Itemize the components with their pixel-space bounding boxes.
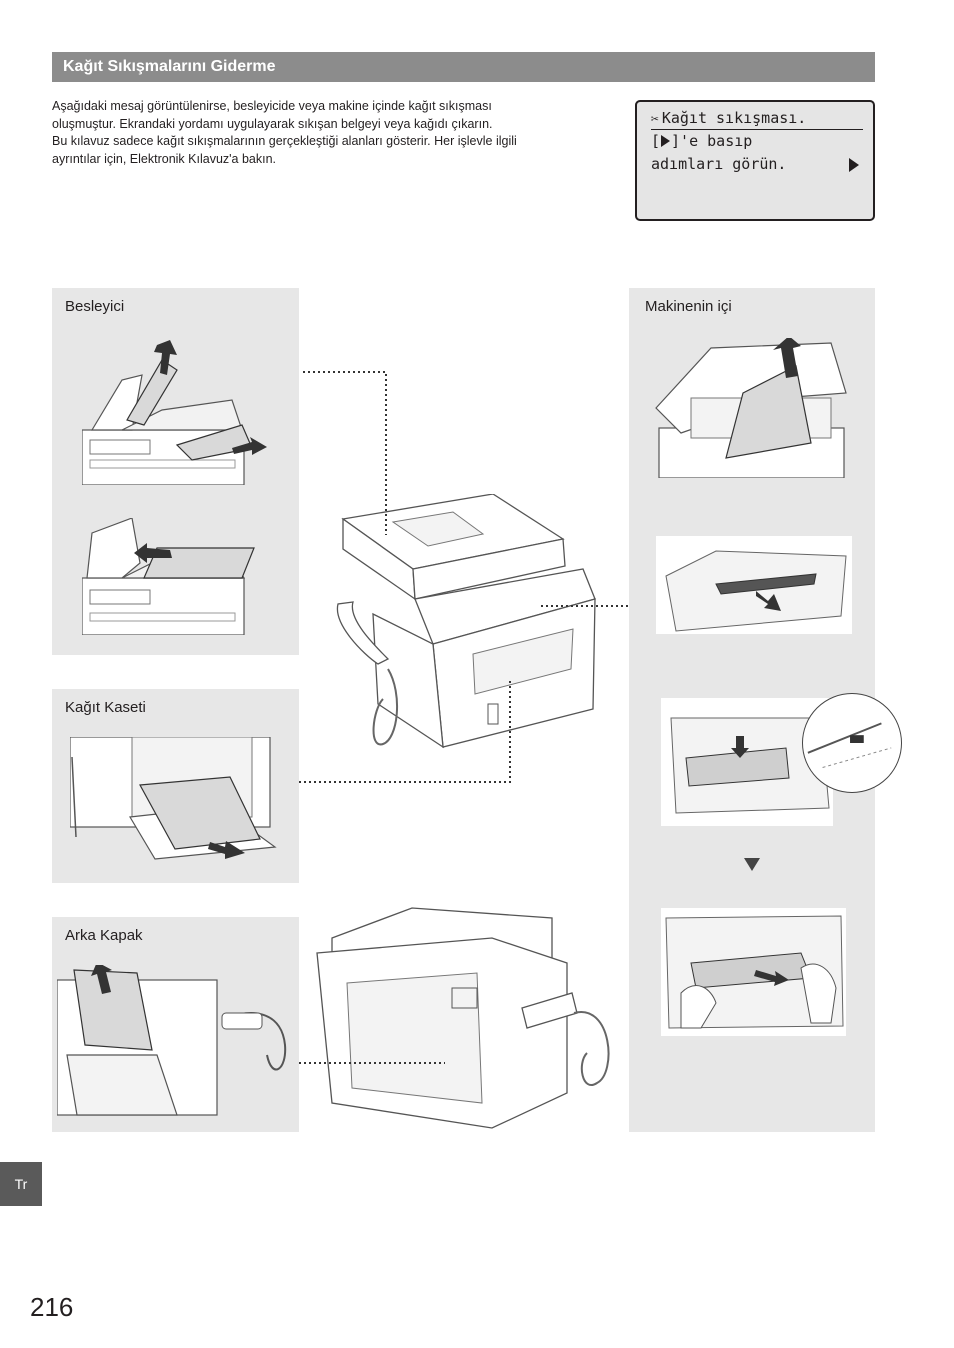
zoom-callout [802,693,902,793]
panel-label-cassette: Kağıt Kaseti [65,699,146,716]
feeder-illustration-2 [82,518,282,635]
inside-guide-svg [661,698,833,826]
intro-text: Aşağıdaki mesaj görüntülenirse, besleyic… [52,98,612,168]
inside-illustration-2 [656,536,852,634]
panel-label-rear-cover: Arka Kapak [65,927,143,944]
lcd-line-3: adımları görün. [651,155,787,173]
feeder-open-illustration [82,340,267,485]
inside-illustration-1 [651,338,856,478]
feeder-illustration-1 [82,340,282,485]
panel-label-inside: Makinenin içi [645,298,732,315]
machine-rear-svg [316,907,610,1129]
rear-cover-illustration [57,965,297,1125]
panel-inside-machine: Makinenin içi [629,288,902,1132]
panel-cassette: Kağıt Kaseti [52,689,299,883]
section-header: Kağıt Sıkışmalarını Giderme [52,52,875,82]
cassette-illustration [70,737,280,867]
panel-label-feeder: Besleyici [65,298,125,315]
inside-remove-paper-svg [661,908,846,1036]
machine-front-illustration [333,494,598,752]
paper-jam-icon: ✂ [651,112,659,127]
panel-rear-cover: Arka Kapak [52,917,299,1132]
step-down-arrow-icon [744,858,760,871]
next-arrow-icon [849,158,859,172]
intro-line: Bu kılavuz sadece kağıt sıkışmalarının g… [52,134,517,148]
lcd-display: ✂Kağıt sıkışması. []'e basıp adımları gö… [635,100,875,221]
inside-illustration-3 [661,698,833,826]
feeder-cover-illustration [82,518,255,635]
rear-cover-illustration-svg [57,965,287,1116]
cassette-illustration-svg [70,737,277,860]
inside-open-scanner-svg [655,338,847,478]
page-number: 216 [30,1292,74,1322]
intro-line: oluşmuştur. Ekrandaki yordamı uygulayara… [52,116,493,131]
panel-feeder: Besleyici [52,288,299,655]
zoom-callout-svg [807,722,892,768]
lcd-line-2: []'e basıp [651,132,753,150]
machine-front-svg [336,494,596,749]
right-key-icon [661,135,671,147]
lcd-line-1: ✂Kağıt sıkışması. [651,107,863,130]
intro-line: Aşağıdaki mesaj görüntülenirse, besleyic… [52,99,492,113]
intro-line: ayrıntılar için, Elektronik Kılavuz'a ba… [52,151,277,166]
inside-illustration-4 [661,908,846,1036]
inside-drum-area-svg [656,536,852,634]
language-tab: Tr [0,1162,42,1206]
section-title: Kağıt Sıkışmalarını Giderme [63,58,276,75]
machine-rear-illustration [312,903,617,1129]
